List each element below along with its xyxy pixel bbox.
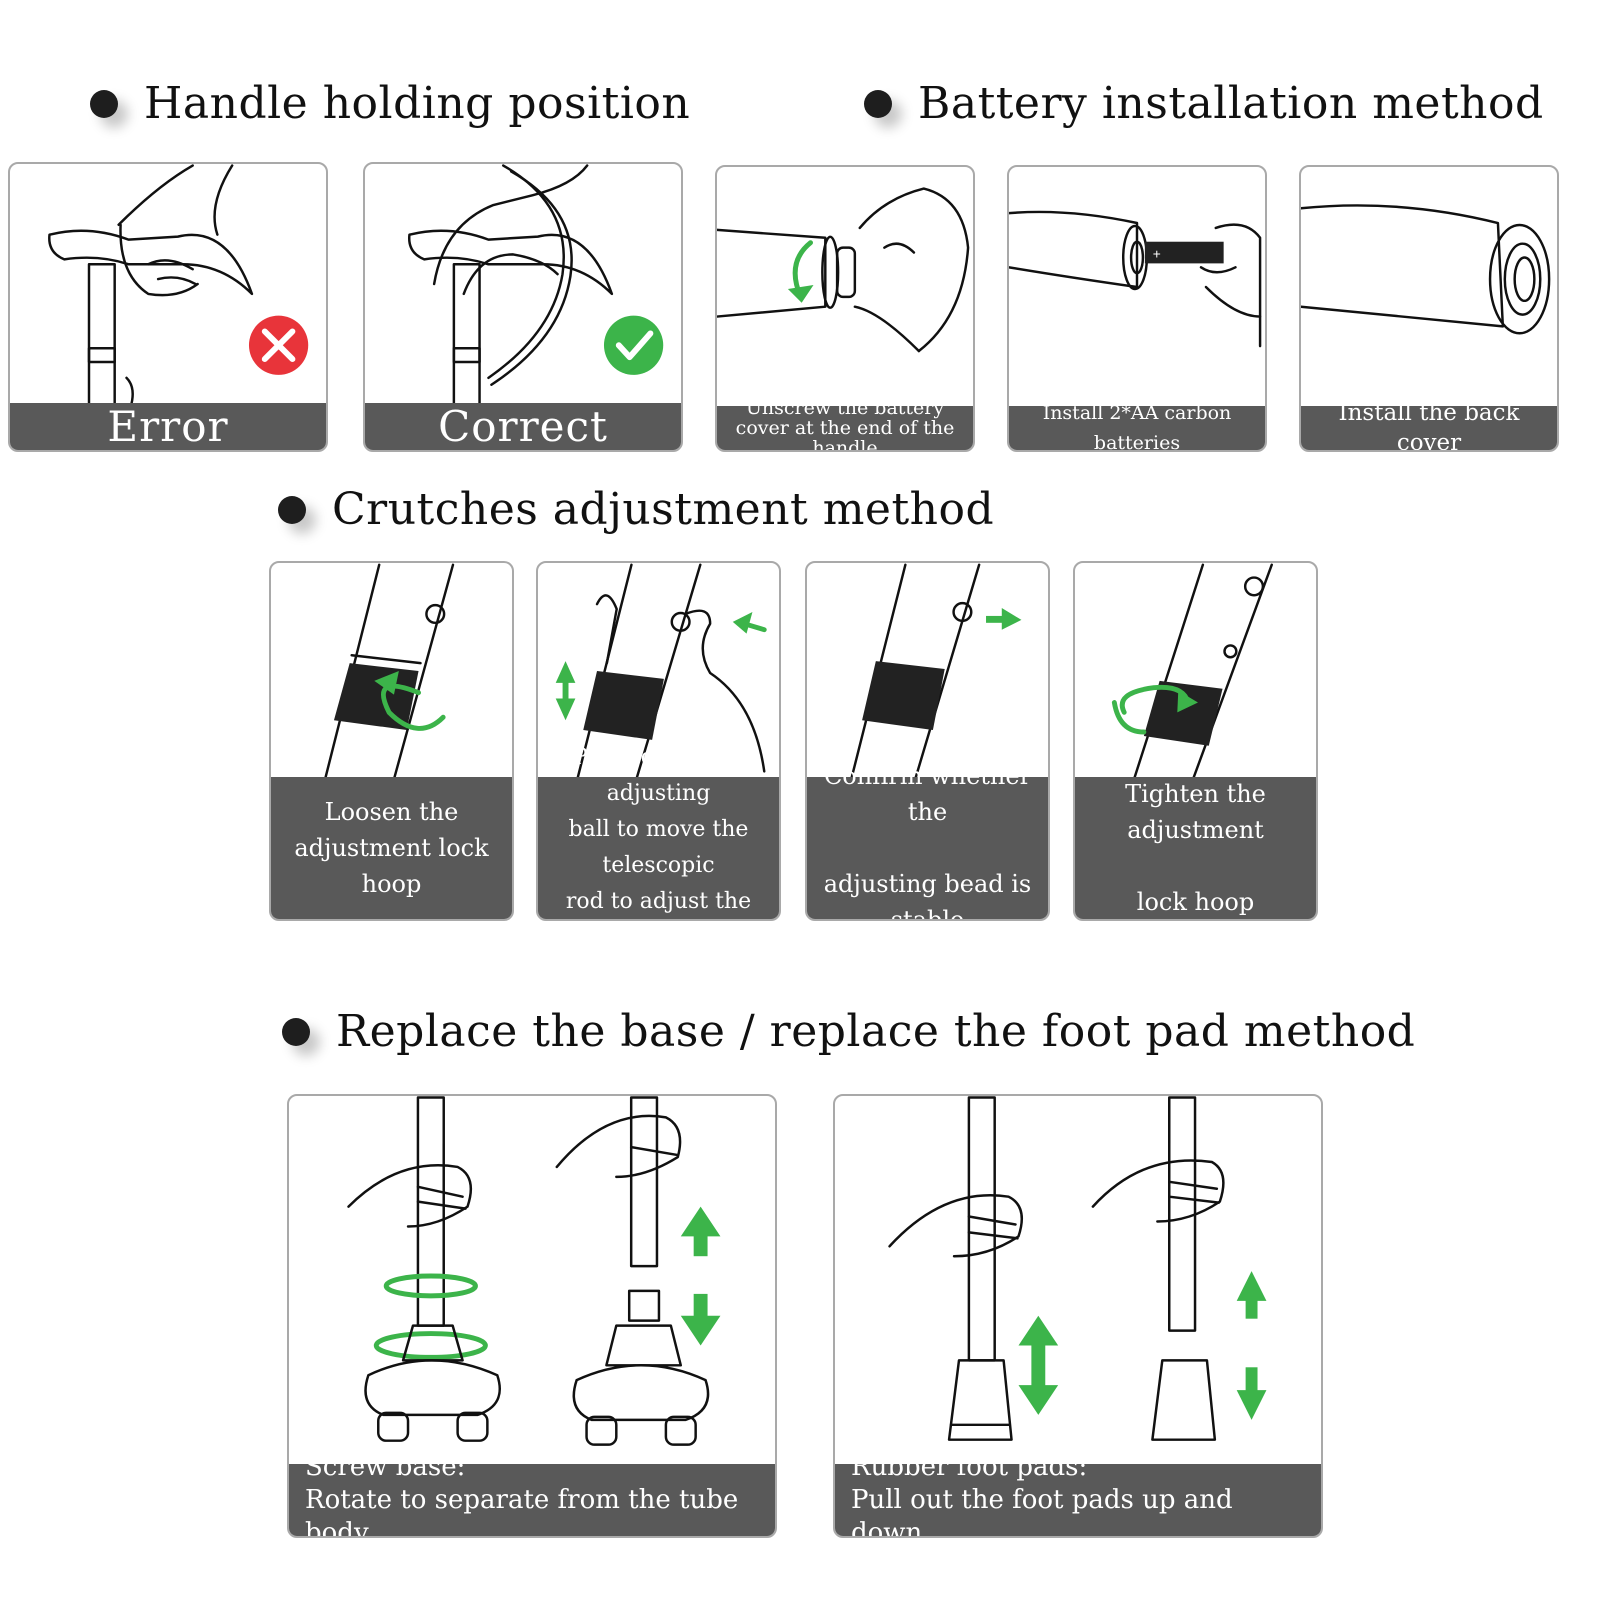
replace-pad-caption-text: Pull out the foot pads up and down xyxy=(851,1484,1233,1538)
tighten-hoop-illustration xyxy=(1111,563,1273,781)
install-batteries-illustration: + xyxy=(1009,210,1262,348)
cane-correct-grip-illustration xyxy=(408,164,664,409)
heading-handle: Handle holding position xyxy=(90,78,690,129)
error-label: Error xyxy=(10,402,326,450)
bullet-icon xyxy=(864,89,892,118)
replace-base-caption-text: Rotate to separate from the tube body xyxy=(305,1484,739,1538)
check-icon xyxy=(603,315,664,375)
cane-wrong-grip-illustration xyxy=(48,164,309,409)
heading-handle-text: Handle holding position xyxy=(144,78,691,129)
replace-base-caption-title: Screw base: xyxy=(305,1451,466,1482)
arrow-icon xyxy=(1001,608,1022,630)
confirm-bead-illustration xyxy=(850,563,1022,781)
battery-step-1-caption: Unscrew the battery cover at the end of … xyxy=(717,398,973,450)
adjust-step-2-card: Press down the adjusting ball to move th… xyxy=(536,561,781,921)
arrow-icon xyxy=(555,661,576,721)
heading-battery-text: Battery installation method xyxy=(918,78,1544,129)
adjust-step-3-card: Confirm whether the adjusting bead is st… xyxy=(805,561,1050,921)
battery-step-2-card: + Install 2*AA carbon batteries xyxy=(1007,165,1267,452)
handle-error-card: Error xyxy=(8,162,328,452)
screw-base-illustration xyxy=(347,1096,721,1446)
bullet-icon xyxy=(282,1017,310,1046)
arrow-icon xyxy=(1018,1315,1059,1415)
replace-pad-caption-title: Rubber foot pads: xyxy=(851,1451,1088,1482)
heading-replace: Replace the base / replace the foot pad … xyxy=(282,1006,1415,1057)
install-back-cover-illustration xyxy=(1301,204,1551,335)
replace-base-card: Screw base: Rotate to separate from the … xyxy=(287,1094,777,1538)
battery-step-2-caption: Install 2*AA carbon batteries xyxy=(1009,402,1265,450)
bullet-icon xyxy=(278,495,306,524)
heading-adjust-text: Crutches adjustment method xyxy=(332,484,995,535)
heading-battery: Battery installation method xyxy=(864,78,1544,129)
arrow-icon xyxy=(374,671,399,695)
arrow-icon xyxy=(787,285,814,303)
adjust-step-4-caption: Tighten the adjustment lock hoop xyxy=(1075,777,1316,919)
adjust-step-4-card: Tighten the adjustment lock hoop xyxy=(1073,561,1318,921)
replace-base-caption: Screw base: Rotate to separate from the … xyxy=(289,1452,775,1538)
arrow-icon xyxy=(1177,690,1198,713)
arrow-icon xyxy=(680,1315,721,1346)
arrow-icon xyxy=(680,1206,721,1237)
arrow-icon xyxy=(1236,1390,1267,1420)
svg-text:+: + xyxy=(1153,246,1161,261)
heading-adjust: Crutches adjustment method xyxy=(278,484,994,535)
battery-step-3-card: Install the back cover xyxy=(1299,165,1559,452)
rubber-foot-pad-illustration xyxy=(888,1096,1267,1441)
adjust-step-3-caption: Confirm whether the adjusting bead is st… xyxy=(807,762,1048,919)
heading-replace-text: Replace the base / replace the foot pad … xyxy=(336,1006,1416,1057)
battery-step-3-caption: Install the back cover xyxy=(1301,400,1557,450)
adjust-step-1-caption: Loosen the adjustment lock hoop xyxy=(271,777,512,919)
bullet-icon xyxy=(90,89,118,118)
replace-pad-card: Rubber foot pads: Pull out the foot pads… xyxy=(833,1094,1323,1538)
replace-pad-caption: Rubber foot pads: Pull out the foot pads… xyxy=(835,1452,1321,1538)
battery-step-1-card: Unscrew the battery cover at the end of … xyxy=(715,165,975,452)
correct-label: Correct xyxy=(365,402,681,450)
adjust-step-1-card: Loosen the adjustment lock hoop xyxy=(269,561,514,921)
handle-correct-card: Correct xyxy=(363,162,683,452)
loosen-hoop-illustration xyxy=(323,563,455,781)
adjust-step-2-caption: Press down the adjusting ball to move th… xyxy=(538,745,779,919)
unscrew-cover-illustration xyxy=(717,187,970,353)
arrow-icon xyxy=(1236,1271,1267,1301)
press-bead-illustration xyxy=(555,563,767,781)
